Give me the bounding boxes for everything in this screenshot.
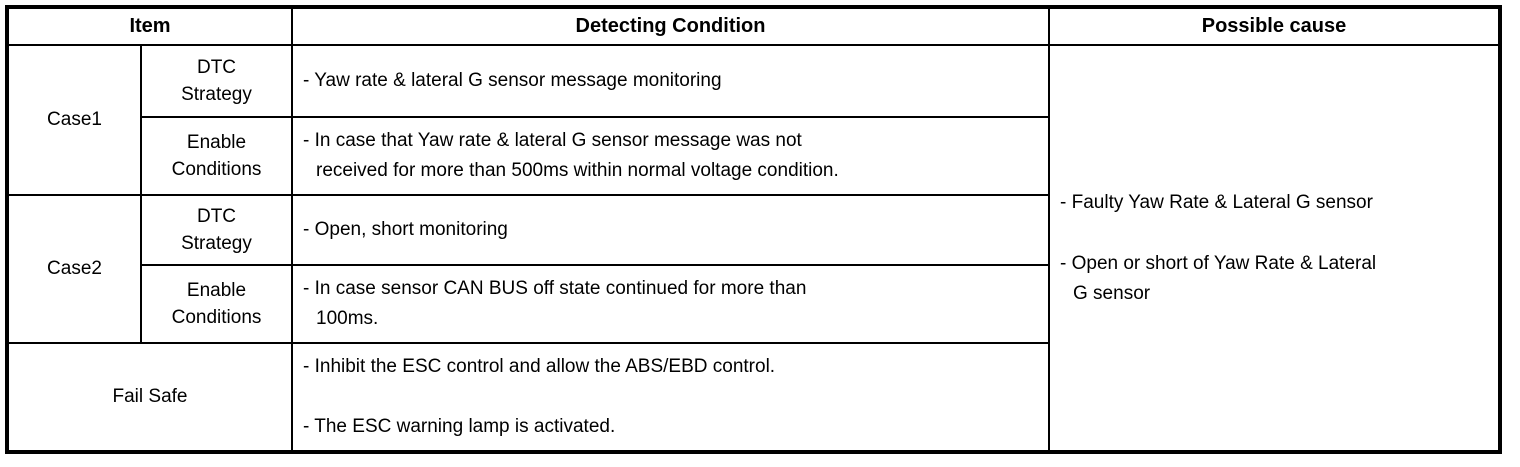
case2-dtc-strategy-text: - Open, short monitoring [303, 219, 508, 240]
possible-cause-cell: - Faulty Yaw Rate & Lateral G sensor - O… [1048, 44, 1501, 453]
case2-dtc-strategy-condition-cell: - Open, short monitoring [291, 194, 1050, 266]
dtc-detecting-condition-table: Item Detecting Condition Possible cause … [5, 5, 1502, 454]
case2-enable-conditions-label: Enable Conditions [140, 264, 293, 344]
header-possible-cause: Possible cause [1048, 6, 1501, 46]
fail-safe-condition-cell: - Inhibit the ESC control and allow the … [291, 342, 1050, 453]
fail-safe-label: Fail Safe [6, 342, 293, 453]
case1-dtc-strategy-row: Case1 DTC Strategy - Yaw rate & lateral … [6, 44, 1501, 453]
case1-dtc-strategy-condition-cell: - Yaw rate & lateral G sensor message mo… [291, 44, 1050, 118]
table-header-row: Item Detecting Condition Possible cause [6, 6, 1501, 46]
case2-enable-conditions-text: - In case sensor CAN BUS off state conti… [303, 278, 807, 329]
fail-safe-text-1: - Inhibit the ESC control and allow the … [303, 356, 776, 377]
case2-enable-conditions-row: Enable Conditions - In case sensor CAN B… [7, 264, 1500, 344]
possible-cause-item-1: - Faulty Yaw Rate & Lateral G sensor [1060, 191, 1373, 213]
case1-enable-conditions-row: Enable Conditions - In case that Yaw rat… [7, 116, 1500, 196]
case2-dtc-strategy-label: DTC Strategy [140, 194, 293, 266]
header-item: Item [6, 6, 293, 46]
case1-dtc-strategy-label: DTC Strategy [140, 44, 293, 118]
possible-cause-item-2: - Open or short of Yaw Rate & Lateral G … [1060, 252, 1377, 304]
case1-dtc-strategy-text: - Yaw rate & lateral G sensor message mo… [303, 70, 722, 91]
case2-label: Case2 [6, 194, 142, 344]
header-detecting-condition: Detecting Condition [291, 6, 1050, 46]
case1-enable-conditions-text: - In case that Yaw rate & lateral G sens… [303, 130, 839, 181]
case2-enable-conditions-cell: - In case sensor CAN BUS off state conti… [291, 264, 1050, 344]
case1-label: Case1 [6, 44, 142, 196]
fail-safe-text-2: - The ESC warning lamp is activated. [303, 416, 616, 437]
case1-enable-conditions-cell: - In case that Yaw rate & lateral G sens… [291, 116, 1050, 196]
case1-enable-conditions-label: Enable Conditions [140, 116, 293, 196]
fail-safe-row: Fail Safe - Inhibit the ESC control and … [6, 342, 1500, 453]
case2-dtc-strategy-row: Case2 DTC Strategy - Open, short monitor… [6, 194, 1500, 344]
